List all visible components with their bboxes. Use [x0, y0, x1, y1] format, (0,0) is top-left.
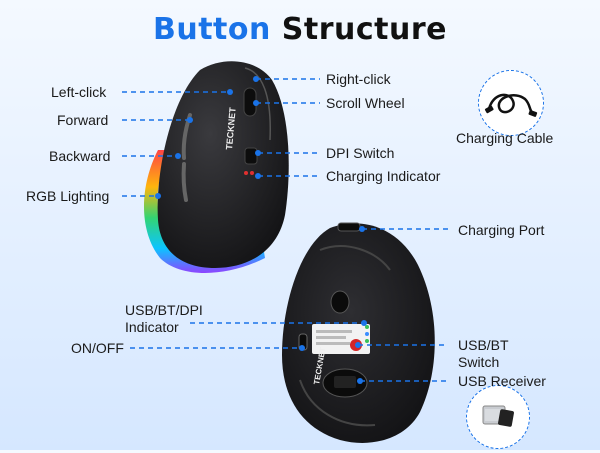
charging-port-label: Charging Port: [458, 222, 545, 238]
usb-dongle-icon: [482, 405, 514, 427]
scroll-wheel-label: Scroll Wheel: [326, 95, 405, 111]
usb-receiver-circle: [466, 385, 530, 449]
dpi-switch-label: DPI Switch: [326, 145, 395, 161]
mouse-body: [157, 61, 289, 268]
sensor-shape: [330, 290, 350, 314]
title-rest: Structure: [281, 12, 448, 47]
forward-label: Forward: [57, 112, 109, 128]
charging-port-shape: [337, 222, 361, 232]
usb-receiver-label: USB Receiver: [458, 373, 546, 389]
bottom-mouse-image: [282, 222, 435, 443]
top-mouse-image: [144, 61, 289, 273]
cable-icon: [484, 93, 538, 117]
charging-cable-circle: [478, 70, 544, 136]
right-click-label: Right-click: [326, 71, 391, 87]
usb-bt-switch-label: USB/BT Switch: [458, 337, 509, 370]
rgb-glow: [144, 150, 265, 273]
top-brand-text: TECKNET: [224, 106, 238, 150]
page-title: Button Structure: [0, 12, 600, 47]
right-button-ridge: [244, 67, 271, 141]
backward-label: Backward: [49, 148, 111, 164]
charging-cable-label: Charging Cable: [456, 130, 554, 146]
left-click-label: Left-click: [51, 84, 107, 100]
title-accent: Button: [152, 12, 271, 47]
usb-bt-dpi-indicator-label: USB/BT/DPI Indicator: [125, 302, 203, 335]
rgb-lighting-label: RGB Lighting: [26, 188, 110, 204]
on-off-label: ON/OFF: [71, 340, 124, 356]
dpi-button-shape: [244, 147, 258, 165]
backward-button-shape: [181, 162, 188, 202]
charging-indicator-label: Charging Indicator: [326, 168, 441, 184]
